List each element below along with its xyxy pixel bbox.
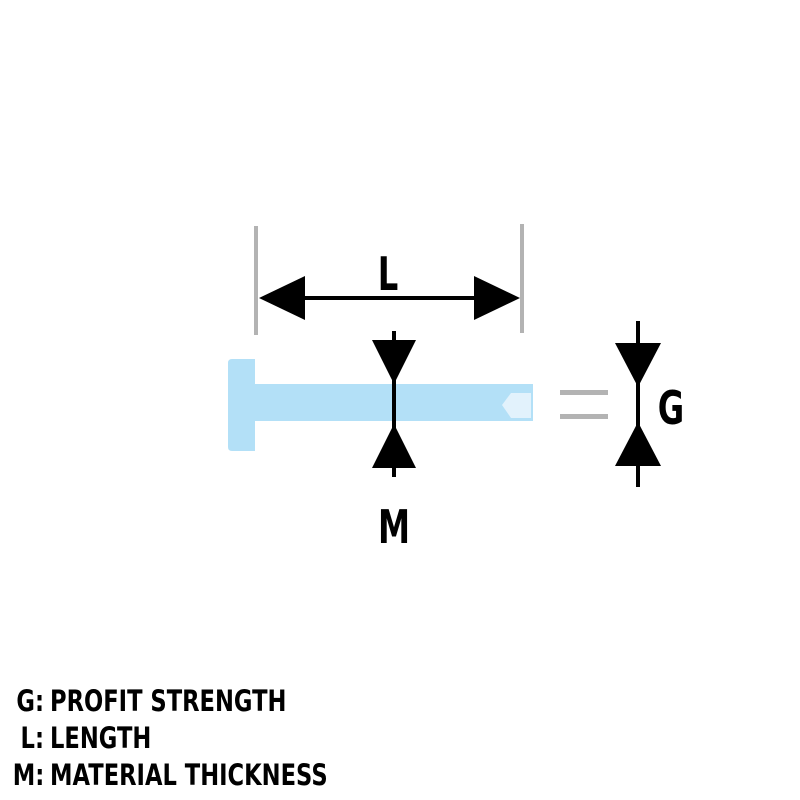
legend-item-grip: G: PROFIT STRENGTH: [4, 683, 424, 720]
arrow-head-icon: [372, 340, 416, 384]
legend-text: PROFIT STRENGTH: [50, 684, 287, 718]
grip-dimension: G: [615, 321, 684, 487]
arrow-head-icon: [259, 276, 305, 320]
rivet-head: [228, 359, 255, 451]
legend-text: LENGTH: [50, 721, 152, 755]
legend-item-length: L: LENGTH: [4, 720, 424, 757]
legend-key: M:: [12, 758, 45, 792]
arrow-head-icon: [474, 276, 520, 320]
legend-key: L:: [20, 721, 44, 755]
material-label: M: [378, 501, 410, 554]
legend-text: MATERIAL THICKNESS: [50, 758, 328, 792]
arrow-head-icon: [615, 422, 661, 466]
material-thickness-dimension: M: [372, 331, 416, 555]
legend: G: PROFIT STRENGTH L: LENGTH M: MATERIAL…: [4, 683, 424, 794]
blind-rivet-icon: [228, 359, 533, 451]
equals-icon: [560, 390, 608, 419]
length-label: L: [378, 248, 399, 301]
arrow-head-icon: [615, 343, 661, 387]
arrow-head-icon: [372, 424, 416, 468]
length-dimension: L: [254, 224, 524, 335]
grip-label: G: [658, 382, 684, 435]
rivet-tip: [502, 393, 531, 418]
legend-item-material: M: MATERIAL THICKNESS: [4, 757, 424, 794]
legend-key: G:: [16, 684, 44, 718]
